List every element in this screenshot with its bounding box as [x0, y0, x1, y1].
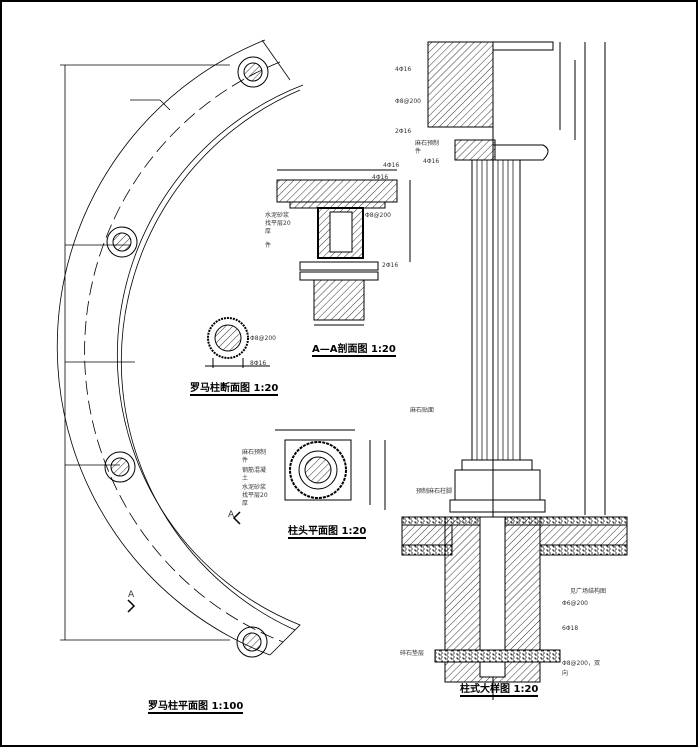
label: 2Φ16 — [395, 128, 412, 135]
section-marker-a: A — [228, 510, 235, 520]
label: Φ8@200 — [395, 98, 421, 105]
label: Φ6@200 — [562, 600, 588, 607]
label: 2Φ16 — [382, 262, 399, 269]
label: 4Φ16 — [423, 158, 440, 165]
label: 厚 — [265, 228, 272, 235]
label: 碎石垫层 — [400, 650, 425, 657]
label: 4Φ16 — [372, 174, 389, 181]
capital-plan — [275, 429, 386, 510]
label: 件 — [415, 148, 422, 155]
label: 见广场结构图 — [570, 588, 607, 595]
section-marker-a: A — [128, 590, 135, 600]
aa-title: A—A剖面图 1:20 — [312, 340, 396, 357]
label: 4Φ16 — [383, 162, 400, 169]
label: 麻石预制 — [242, 449, 267, 456]
label: 找平层20 — [242, 492, 268, 499]
section-title: 罗马柱断面图 1:20 — [190, 379, 279, 396]
capital-title: 柱头平面图 1:20 — [288, 522, 367, 539]
plan-title: 罗马柱平面图 1:100 — [148, 697, 244, 714]
aa-section — [276, 169, 411, 326]
label: 6Φ18 — [562, 625, 579, 632]
label: 钢筋混凝 — [242, 467, 267, 474]
label: 8Φ16 — [250, 360, 267, 367]
label: 水泥砂浆 — [242, 484, 267, 491]
plan-columns — [104, 56, 269, 658]
label: 麻石预制 — [415, 140, 440, 147]
label: 件 — [265, 242, 272, 249]
label: 4Φ16 — [395, 66, 412, 73]
label: Φ8@200 — [365, 212, 391, 219]
label: 找平层20 — [265, 220, 291, 227]
plan-arc — [56, 39, 304, 656]
label: 水泥砂浆 — [265, 212, 290, 219]
label: 厚 — [242, 500, 249, 507]
column-elevation — [401, 41, 628, 700]
detail-title: 柱式大样图 1:20 — [460, 680, 539, 697]
label: 件 — [242, 457, 249, 464]
section-markers — [127, 511, 241, 613]
label: 向 — [562, 670, 569, 677]
label: 预制麻石柱脚 — [416, 488, 453, 495]
label: Φ8@200 — [250, 335, 276, 342]
label: 麻石贴面 — [410, 407, 435, 414]
label: 土 — [242, 475, 249, 482]
label: Φ8@200，双 — [562, 660, 600, 667]
column-section — [205, 317, 270, 368]
